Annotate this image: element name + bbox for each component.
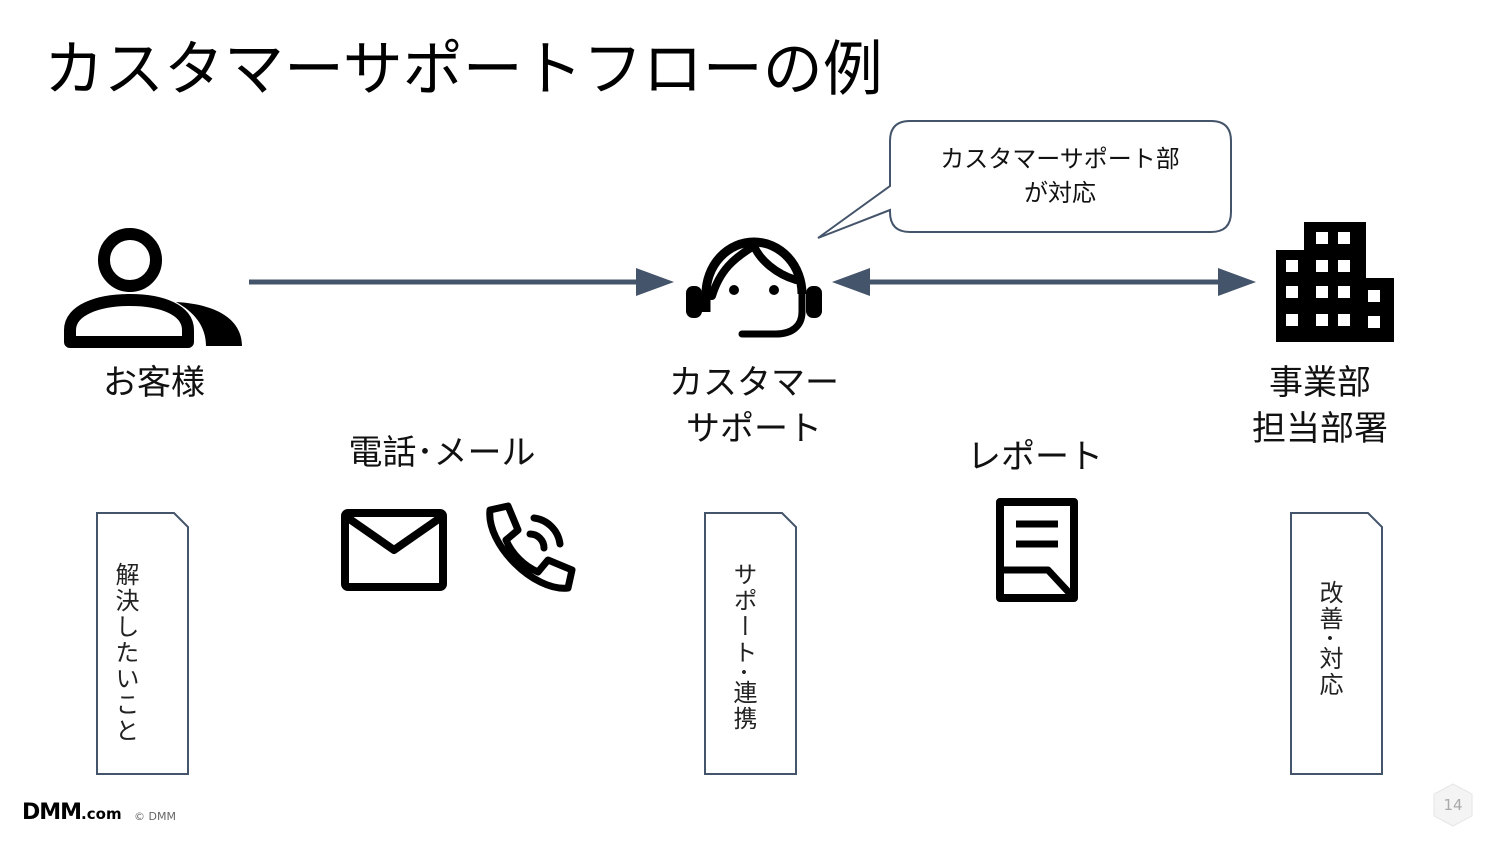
customer-label: お客様 bbox=[103, 363, 205, 403]
users-icon bbox=[64, 228, 242, 348]
arrow-customer-to-support bbox=[249, 268, 674, 296]
department-note-shape bbox=[1290, 512, 1383, 775]
headset-agent-icon bbox=[686, 237, 822, 338]
contact-edge-label: 電話･メール bbox=[348, 433, 536, 473]
arrow-support-department bbox=[832, 268, 1256, 296]
slide-title: カスタマーサポートフローの例 bbox=[44, 35, 883, 105]
support-label: カスタマー サポート bbox=[644, 360, 864, 452]
callout-bubble bbox=[817, 120, 1232, 239]
page-number: 14 bbox=[1443, 796, 1463, 814]
support-note-text: サポート･連携 bbox=[729, 562, 757, 732]
phone-icon bbox=[486, 502, 576, 592]
page-number-hexagon bbox=[1433, 783, 1473, 827]
logo-main: DMM bbox=[22, 800, 82, 825]
mail-icon bbox=[341, 509, 447, 591]
callout-line1: カスタマーサポート部 bbox=[940, 145, 1180, 173]
department-label: 事業部 担当部署 bbox=[1220, 360, 1420, 452]
logo-suffix: .com bbox=[81, 805, 122, 823]
department-label-line2: 担当部署 bbox=[1252, 409, 1388, 449]
report-edge-label: レポート bbox=[967, 437, 1103, 477]
callout-line2: が対応 bbox=[1024, 179, 1096, 207]
support-label-line2: サポート bbox=[686, 409, 822, 449]
office-building-icon bbox=[1276, 222, 1394, 342]
department-note-text: 改善･対応 bbox=[1315, 580, 1343, 698]
support-note-shape bbox=[704, 512, 797, 775]
callout-text: カスタマーサポート部 が対応 bbox=[890, 142, 1230, 210]
support-label-line1: カスタマー bbox=[669, 363, 839, 403]
department-label-line1: 事業部 bbox=[1269, 363, 1371, 403]
dmm-logo: DMM.com bbox=[22, 800, 122, 825]
customer-note-shape bbox=[96, 512, 189, 775]
customer-note-text: 解決したいこと bbox=[111, 562, 139, 744]
copyright-text: © DMM bbox=[134, 810, 176, 823]
document-icon bbox=[996, 498, 1078, 602]
